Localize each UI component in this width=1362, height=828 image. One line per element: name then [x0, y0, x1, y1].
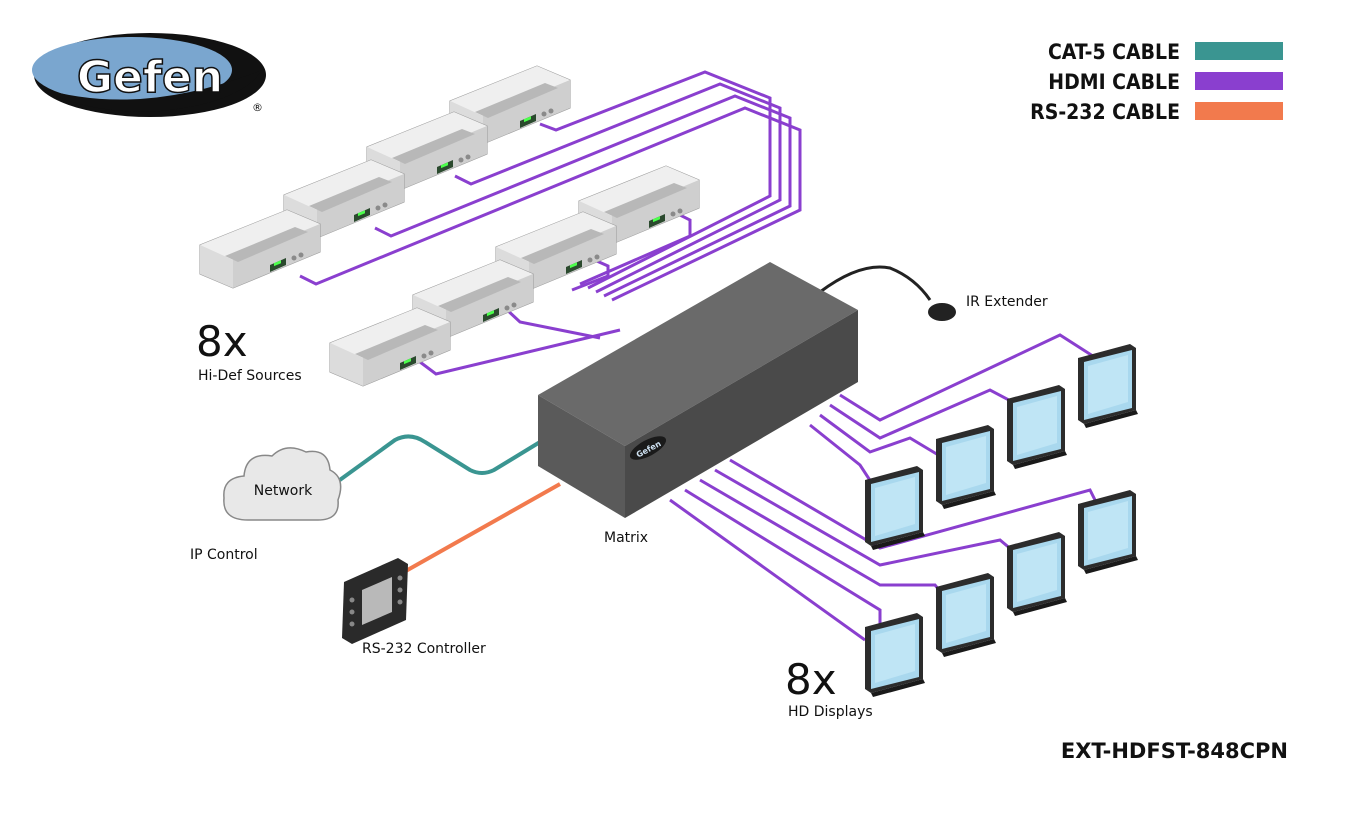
displays-label: HD Displays [788, 704, 873, 720]
display-monitor-icon [1078, 344, 1138, 428]
display-monitor-icon [1007, 532, 1067, 616]
displays-count: 8x [785, 655, 837, 704]
source-hdmi-cables [299, 70, 802, 376]
legend-cat5-label: CAT-5 CABLE [1048, 40, 1180, 64]
network-label: Network [254, 483, 313, 499]
source-box-icon [329, 307, 451, 387]
source-devices [199, 65, 700, 387]
matrix-label: Matrix [604, 530, 648, 546]
display-monitor-icon [865, 613, 925, 697]
sources-count: 8x [196, 317, 248, 366]
display-monitor-icon [865, 466, 925, 550]
display-monitor-icon [936, 425, 996, 509]
gefen-logo: Gefen ® [32, 33, 266, 117]
legend-hdmi-label: HDMI CABLE [1048, 70, 1180, 94]
rs232-controller-label: RS-232 Controller [362, 641, 486, 657]
display-monitor-icon [1007, 385, 1067, 469]
legend: CAT-5 CABLE HDMI CABLE RS-232 CABLE [1030, 40, 1283, 124]
display-monitor-icon [936, 573, 996, 657]
rs232-cable [403, 482, 561, 574]
sources-label: Hi-Def Sources [198, 368, 302, 384]
legend-hdmi-swatch [1195, 72, 1283, 90]
ip-control-label: IP Control [190, 547, 258, 563]
legend-rs232-label: RS-232 CABLE [1030, 100, 1180, 124]
touch-panel-icon [342, 558, 408, 644]
registered-mark: ® [252, 101, 263, 114]
cloud-icon [223, 447, 342, 521]
matrix-badge [629, 436, 667, 460]
legend-cat5-swatch [1195, 42, 1283, 60]
ir-sensor-icon [928, 303, 956, 321]
logo-text: Gefen [77, 52, 223, 103]
matrix-unit: Gefen [538, 262, 858, 518]
cat5-cable [335, 434, 542, 484]
legend-rs232-swatch [1195, 102, 1283, 120]
display-monitor-icon [1078, 490, 1138, 574]
ir-extender-label: IR Extender [966, 294, 1048, 310]
model-number: EXT-HDFST-848CPN [1061, 739, 1288, 763]
